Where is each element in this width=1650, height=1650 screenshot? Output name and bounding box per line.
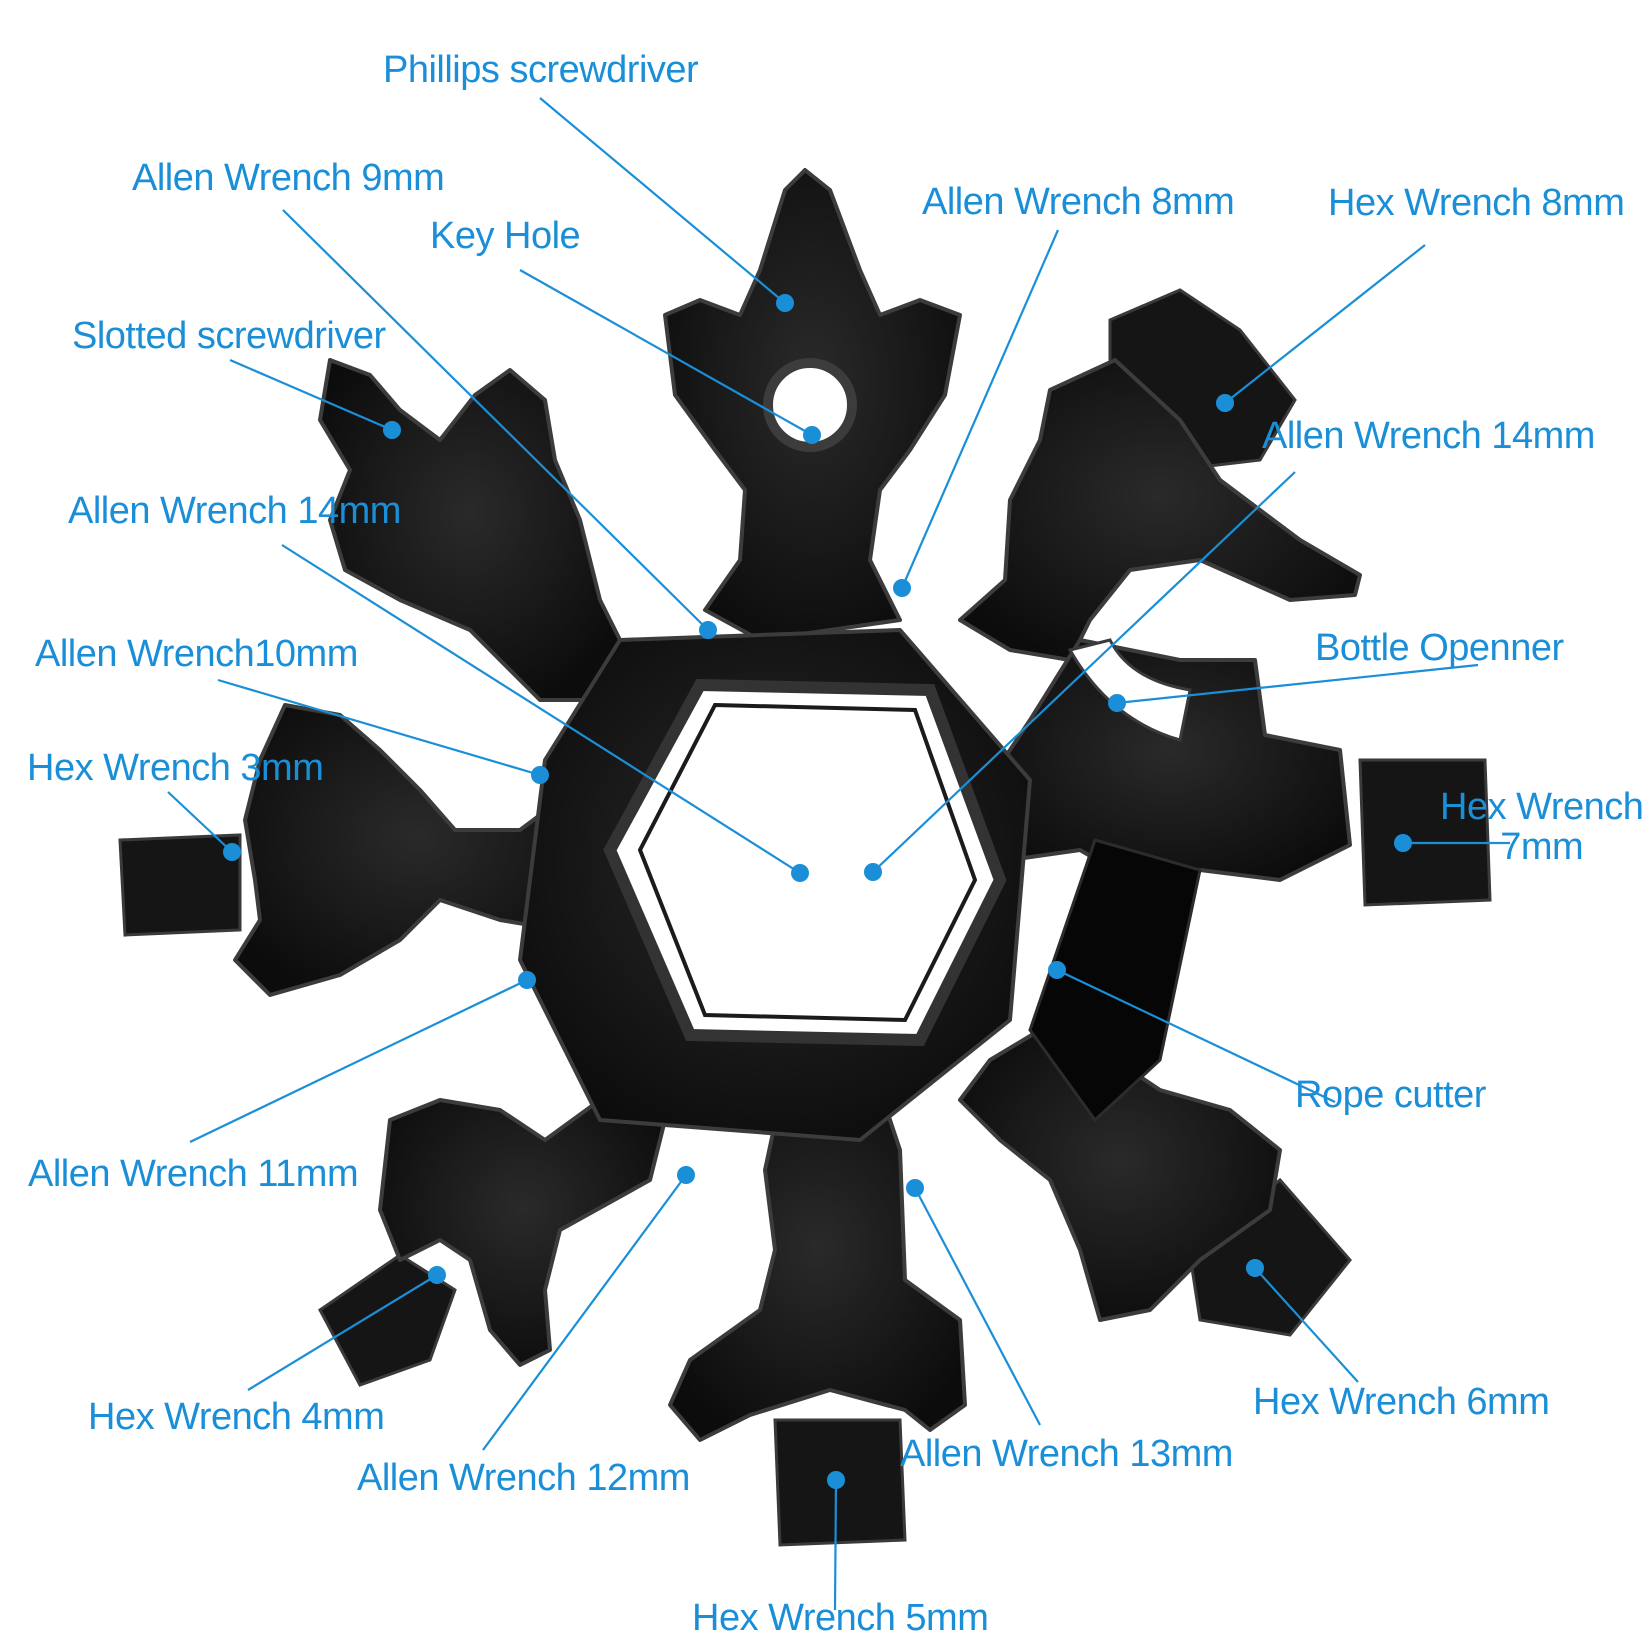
leader-line-bottle [1116, 663, 1479, 705]
leader-dot-phillips [776, 294, 794, 312]
leader-dot-rope [1048, 961, 1066, 979]
leader-line-allen13 [914, 1187, 1041, 1426]
leader-line-hex6 [1254, 1267, 1359, 1383]
leader-dot-hex6 [1246, 1259, 1264, 1277]
label-allen-wrench-10mm: Allen Wrench10mm [35, 633, 358, 675]
arm-right [988, 638, 1352, 887]
leader-line-allen10 [217, 678, 541, 777]
hex-socket-3mm [118, 833, 242, 937]
label-allen-wrench-12mm: Allen Wrench 12mm [357, 1457, 690, 1499]
center-hex-hole-inner [637, 702, 978, 1023]
leader-lines [167, 97, 1510, 1611]
leader-dot-hex5 [827, 1471, 845, 1489]
label-hex-wrench-4mm: Hex Wrench 4mm [88, 1396, 385, 1438]
leader-line-allen12 [482, 1174, 687, 1451]
label-hex-wrench-8mm: Hex Wrench 8mm [1328, 182, 1625, 224]
label-bottle-openner: Bottle Openner [1315, 627, 1564, 669]
leader-line-keyhole [519, 269, 813, 436]
leader-dot-hex3 [223, 843, 241, 861]
label-hex-wrench-7mm-line2: 7mm [1500, 826, 1584, 868]
label-allen-wrench-11mm: Allen Wrench 11mm [28, 1153, 359, 1195]
label-hex-wrench-7mm: Hex Wrench 7mm [1440, 786, 1644, 868]
leader-line-allen9 [282, 209, 709, 631]
leader-dot-hex7 [1394, 834, 1412, 852]
arm-upper-left [318, 358, 622, 702]
label-phillips-screwdriver: Phillips screwdriver [383, 49, 699, 91]
leader-dot-allen14-right [864, 863, 882, 881]
leader-line-hex3 [167, 791, 233, 853]
hex-socket-4mm [318, 1253, 457, 1387]
leader-line-slotted [229, 358, 393, 432]
arm-lower-right [958, 1028, 1282, 1322]
label-hex-wrench-7mm-line1: Hex Wrench [1440, 786, 1644, 828]
label-allen-wrench-9mm: Allen Wrench 9mm [132, 157, 445, 199]
leader-dot-allen10 [531, 766, 549, 784]
label-allen-wrench-13mm: Allen Wrench 13mm [900, 1433, 1233, 1475]
leader-dot-slotted [383, 421, 401, 439]
key-hole [763, 358, 857, 452]
arm-left [233, 703, 602, 997]
leader-dot-allen14-left [791, 864, 809, 882]
leader-line-allen11 [189, 979, 528, 1143]
leader-dot-hex4 [428, 1266, 446, 1284]
leader-line-phillips [539, 97, 786, 304]
rope-cutter-groove [1028, 838, 1202, 1123]
arm-upper-right [958, 358, 1362, 662]
label-slotted-screwdriver: Slotted screwdriver [72, 315, 386, 357]
leader-line-hex8 [1224, 244, 1426, 404]
arm-bottom [668, 1088, 967, 1442]
leader-dot-keyhole [803, 426, 821, 444]
leader-line-allen14-right [872, 471, 1296, 873]
leader-dot-allen8 [893, 579, 911, 597]
hex-sockets [118, 288, 1492, 1547]
leader-dot-allen12 [677, 1166, 695, 1184]
label-key-hole: Key Hole [430, 215, 581, 257]
leader-dot-bottle [1108, 694, 1126, 712]
leader-line-rope [1056, 969, 1336, 1103]
bottle-opener-notch [1067, 638, 1192, 742]
leader-dot-allen11 [518, 971, 536, 989]
hex-socket-7mm [1358, 758, 1492, 907]
leader-dot-allen13 [906, 1179, 924, 1197]
label-hex-wrench-6mm: Hex Wrench 6mm [1253, 1381, 1550, 1423]
label-rope-cutter: Rope cutter [1295, 1074, 1486, 1116]
label-allen-wrench-14mm-left: Allen Wrench 14mm [68, 490, 401, 532]
label-allen-wrench-14mm-right: Allen Wrench 14mm [1262, 415, 1595, 457]
leader-line-allen14-left [281, 544, 801, 874]
label-allen-wrench-8mm: Allen Wrench 8mm [922, 181, 1235, 223]
label-hex-wrench-5mm: Hex Wrench 5mm [692, 1597, 989, 1639]
leader-line-allen8 [900, 229, 1060, 589]
leader-dot-hex8 [1216, 394, 1234, 412]
label-hex-wrench-3mm: Hex Wrench 3mm [27, 747, 324, 789]
leader-line-hex4 [247, 1274, 438, 1391]
leader-dot-allen9 [699, 621, 717, 639]
leader-line-hex5 [833, 1479, 838, 1611]
arm-lower-left [378, 1078, 667, 1367]
